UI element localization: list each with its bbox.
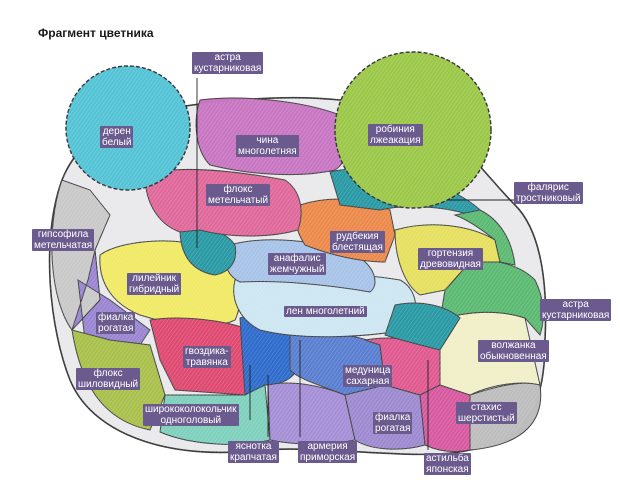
label-gvozdika: гвоздика-травянка [183,346,231,368]
leader-lines [196,78,528,450]
label-len: лен многолетний [284,306,367,317]
diagram-title: Фрагмент цветника [38,26,154,40]
